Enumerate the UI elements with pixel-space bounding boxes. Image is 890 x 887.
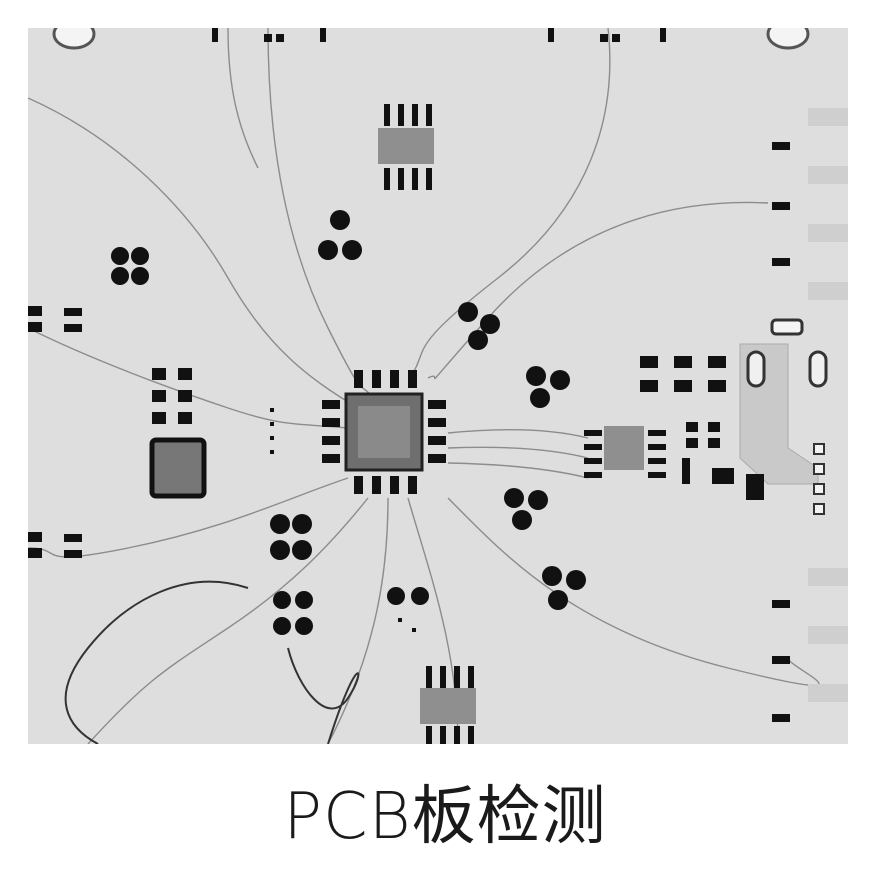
passive-groups	[111, 210, 586, 635]
bottom-ic	[420, 666, 476, 744]
vias	[270, 408, 416, 632]
central-chip	[322, 370, 446, 494]
mounting-holes	[52, 28, 810, 50]
top-header-pads	[212, 28, 666, 42]
caption-title: PCB板检测	[283, 780, 607, 854]
left-ic	[149, 368, 207, 499]
pcb-board-drawing	[28, 28, 848, 744]
top-ic	[378, 104, 434, 190]
right-region-parts	[640, 318, 828, 515]
traces	[28, 28, 820, 744]
loose-wires	[64, 580, 360, 744]
right-ic	[584, 426, 666, 478]
right-edge-connectors	[772, 108, 848, 722]
left-edge-parts	[28, 306, 82, 558]
pcb-xray-image	[28, 28, 848, 744]
